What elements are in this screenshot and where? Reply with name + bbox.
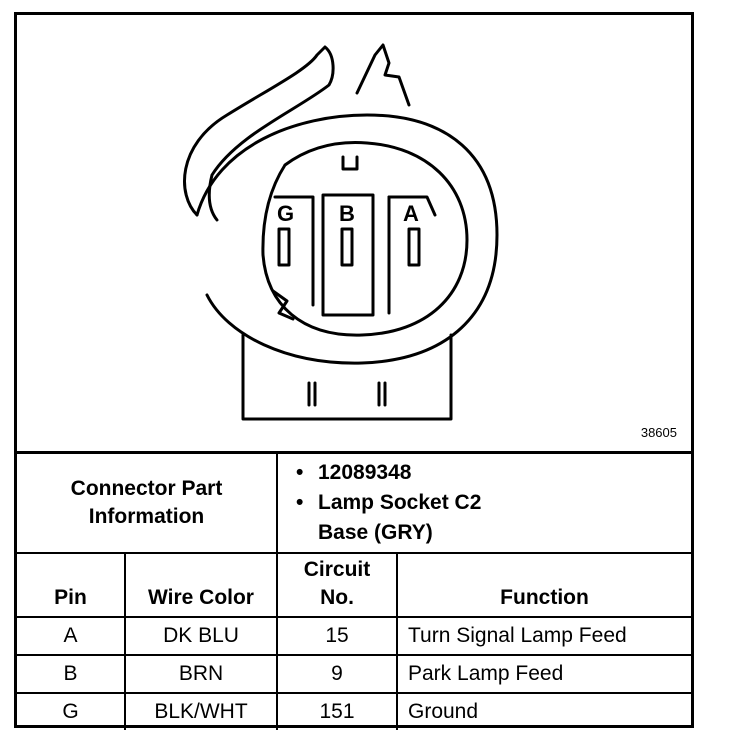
diagram-frame: G B A 38605 Connector Part Information •… xyxy=(14,12,694,730)
socket-body xyxy=(241,333,453,421)
header-circuit-line2: No. xyxy=(320,585,354,609)
connector-info-label-line2: Information xyxy=(88,504,205,528)
header-pin: Pin xyxy=(17,551,126,618)
cell-function: Ground xyxy=(395,691,692,730)
connector-table: Connector Part Information • 12089348 • … xyxy=(17,451,692,730)
table-row: B BRN 9 Park Lamp Feed xyxy=(17,653,692,694)
part-number: 12089348 xyxy=(318,460,412,484)
pin-label-b: B xyxy=(339,201,355,226)
terminal-g xyxy=(277,227,291,267)
cell-circuit: 151 xyxy=(276,691,398,730)
cell-pin: A xyxy=(17,615,126,656)
terminal-b xyxy=(340,227,354,267)
part-description-line1: Lamp Socket C2 xyxy=(318,490,482,514)
connector-info-row: Connector Part Information • 12089348 • … xyxy=(17,451,692,554)
table-header-row: Pin Wire Color Circuit No. Function xyxy=(17,551,692,618)
connector-drawing: G B A 38605 xyxy=(17,15,691,451)
figure-id: 38605 xyxy=(640,425,677,440)
bullet-icon: • xyxy=(296,490,304,514)
part-number-item: • 12089348 xyxy=(296,458,685,488)
cell-function: Park Lamp Feed xyxy=(395,653,692,694)
terminal-a xyxy=(407,227,421,267)
pin-label-a: A xyxy=(403,201,419,226)
socket-tab xyxy=(355,43,411,107)
part-description-line2: Base (GRY) xyxy=(318,520,433,544)
slot-b xyxy=(321,193,375,317)
cell-circuit: 15 xyxy=(276,615,398,656)
cell-wire-color: BLK/WHT xyxy=(124,691,278,730)
cell-pin: B xyxy=(17,653,126,694)
connector-info-list: • 12089348 • Lamp Socket C2 Base (GRY) xyxy=(275,451,692,554)
table-row: A DK BLU 15 Turn Signal Lamp Feed xyxy=(17,615,692,656)
slot-a xyxy=(387,195,437,217)
connector-info-label: Connector Part Information xyxy=(17,451,278,554)
cell-circuit: 9 xyxy=(276,653,398,694)
socket-clip xyxy=(183,45,335,222)
table-row: G BLK/WHT 151 Ground xyxy=(17,691,692,730)
header-circuit-line1: Circuit xyxy=(303,557,371,581)
cell-wire-color: DK BLU xyxy=(124,615,278,656)
socket-outer-ring xyxy=(195,113,499,365)
cell-pin: G xyxy=(17,691,126,730)
cell-function: Turn Signal Lamp Feed xyxy=(395,615,692,656)
part-description-item: • Lamp Socket C2 xyxy=(296,488,685,518)
slot-g xyxy=(273,195,315,307)
header-function: Function xyxy=(395,551,692,618)
socket-bore xyxy=(261,141,469,337)
connector-info-label-line1: Connector Part xyxy=(70,476,223,500)
cell-wire-color: BRN xyxy=(124,653,278,694)
header-circuit: Circuit No. xyxy=(276,551,398,618)
pin-label-g: G xyxy=(277,201,294,226)
bullet-icon: • xyxy=(296,460,304,484)
header-wire-color: Wire Color xyxy=(124,551,278,618)
connector-illustration: G B A xyxy=(183,43,499,421)
